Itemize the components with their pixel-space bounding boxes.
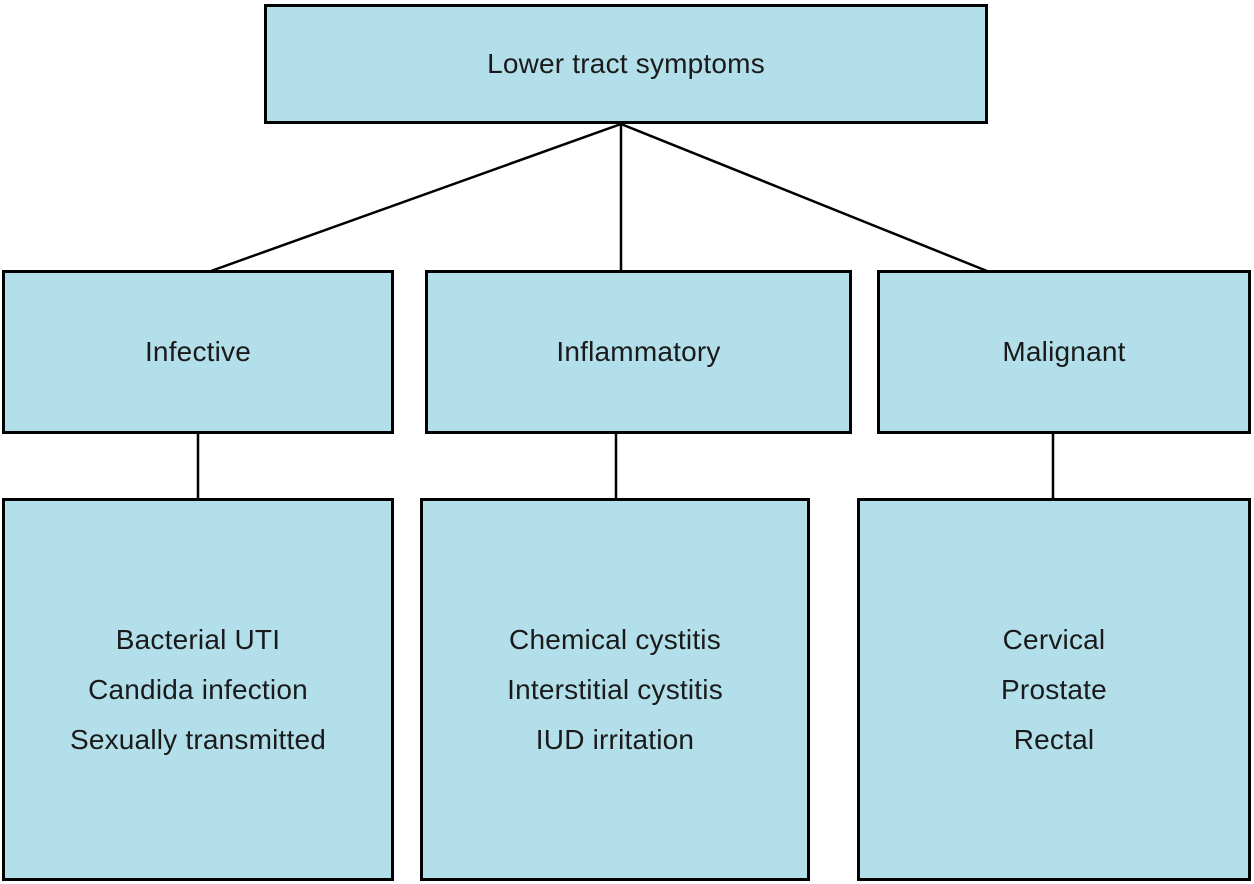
detail-item: Interstitial cystitis bbox=[507, 673, 723, 705]
root-node-label: Lower tract symptoms bbox=[487, 47, 765, 79]
detail-item: IUD irritation bbox=[535, 723, 695, 755]
connector-root-to-infective bbox=[210, 122, 622, 273]
detail-list-infective: Bacterial UTI Candida infection Sexually… bbox=[70, 615, 326, 765]
branch-node-label: Malignant bbox=[1002, 335, 1126, 367]
detail-list-malignant: Cervical Prostate Rectal bbox=[1001, 615, 1107, 765]
branch-node-inflammatory: Inflammatory bbox=[425, 270, 852, 434]
connector-root-to-malignant bbox=[620, 122, 988, 273]
detail-item: Candida infection bbox=[88, 673, 308, 705]
detail-item: Chemical cystitis bbox=[509, 623, 721, 655]
detail-item: Cervical bbox=[1002, 623, 1106, 655]
detail-item: Rectal bbox=[1013, 723, 1095, 755]
detail-node-infective: Bacterial UTI Candida infection Sexually… bbox=[2, 498, 394, 881]
detail-item: Prostate bbox=[1001, 673, 1107, 705]
branch-node-infective: Infective bbox=[2, 270, 394, 434]
detail-node-inflammatory: Chemical cystitis Interstitial cystitis … bbox=[420, 498, 810, 881]
detail-item: Bacterial UTI bbox=[115, 623, 281, 655]
branch-node-label: Infective bbox=[144, 335, 252, 367]
detail-list-inflammatory: Chemical cystitis Interstitial cystitis … bbox=[507, 615, 723, 765]
detail-node-malignant: Cervical Prostate Rectal bbox=[857, 498, 1251, 881]
branch-node-malignant: Malignant bbox=[877, 270, 1251, 434]
branch-node-label: Inflammatory bbox=[556, 335, 721, 367]
detail-item: Sexually transmitted bbox=[69, 723, 327, 755]
root-node-lower-tract-symptoms: Lower tract symptoms bbox=[264, 4, 988, 124]
